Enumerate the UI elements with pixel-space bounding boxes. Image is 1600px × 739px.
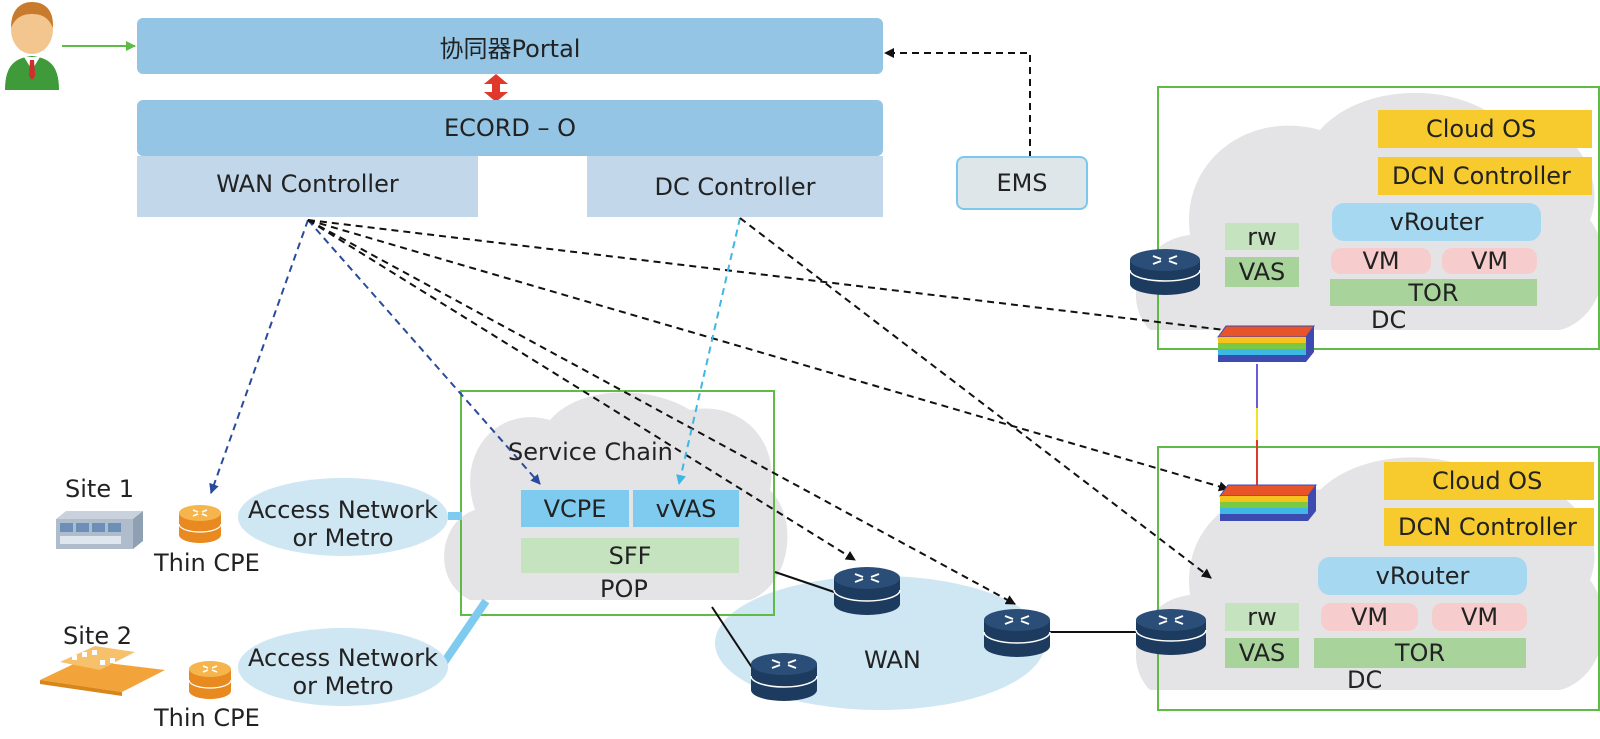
dc-bottom-vrouter-label: vRouter (1375, 562, 1470, 590)
site2-label: Site 2 (63, 622, 132, 650)
dc-to-vvas-dash (676, 217, 741, 485)
dc-bottom-cloud-os-label: Cloud OS (1432, 467, 1543, 495)
dc-top-vm-left: VM (1331, 247, 1431, 275)
pop-to-router3-link (711, 606, 756, 673)
ems-box: EMS (956, 156, 1088, 210)
access-network-2-line1: Access Network (248, 644, 438, 672)
thin-cpe-icon-1 (178, 505, 222, 543)
router-icon-wan-1 (833, 567, 901, 615)
site2-building-icon (40, 646, 165, 696)
dc-bottom-rw-label: rw (1247, 603, 1277, 631)
thin-cpe-icon-2 (188, 661, 232, 699)
dc-bottom-dcn-controller-label: DCN Controller (1398, 513, 1577, 541)
gateway-switch-top (1217, 325, 1315, 362)
dc-top-vm-left-label: VM (1362, 247, 1400, 275)
dc-bottom-label: DC (1347, 666, 1383, 694)
service-chain-label: Service Chain (508, 438, 673, 466)
portal-bar: 协同器Portal (137, 18, 883, 74)
dc-bottom-vas: VAS (1225, 638, 1299, 668)
dc-top-vm-right-label: VM (1470, 247, 1509, 275)
access2-to-pop-link (439, 598, 490, 667)
router-icon-dc-bottom (1135, 609, 1207, 655)
dc-bottom-rw: rw (1225, 603, 1299, 631)
dc-top-dcn-controller: DCN Controller (1378, 157, 1592, 195)
dc-bottom-vm-left: VM (1321, 603, 1418, 631)
access-network-2 (238, 628, 448, 706)
dc-bottom-cloud-os: Cloud OS (1384, 462, 1594, 500)
access-network-2-line2: or Metro (292, 672, 394, 700)
dc-controller-label: DC Controller (654, 172, 816, 201)
dc-top-cloud-os: Cloud OS (1378, 110, 1592, 148)
dc-top-vm-right: VM (1442, 247, 1537, 275)
dc-bottom-frame (1157, 446, 1600, 711)
pop-frame (460, 390, 775, 616)
vcpe-box: VCPE (521, 490, 629, 527)
access-network-1-line2: or Metro (292, 524, 394, 552)
vcpe-label: VCPE (543, 494, 607, 523)
dc-bottom-dcn-controller: DCN Controller (1384, 508, 1594, 546)
dc-bottom-tor-label: TOR (1394, 639, 1446, 667)
ems-label: EMS (996, 169, 1048, 197)
router-icon-wan-3 (750, 653, 818, 701)
site2-cpe-label: Thin CPE (154, 704, 260, 732)
wan-to-gw-top-dash (307, 219, 1259, 338)
ems-portal-dash (884, 48, 1031, 158)
sff-label: SFF (608, 541, 652, 570)
wan-controller-label: WAN Controller (216, 169, 399, 198)
pop-to-router1-link (774, 571, 841, 595)
access-network-1-text: Access Network or Metro (238, 496, 448, 552)
access-network-2-text: Access Network or Metro (238, 644, 448, 700)
access-network-1-line1: Access Network (248, 496, 438, 524)
dc-bottom-vm-right: VM (1432, 603, 1527, 631)
vvas-box: vVAS (633, 490, 739, 527)
dc-top-vrouter-label: vRouter (1389, 208, 1484, 236)
gateway-switch-bottom (1219, 484, 1317, 521)
wan-to-router2-dash (307, 219, 1016, 605)
dc-top-vas: VAS (1225, 257, 1299, 287)
pop-label: POP (600, 575, 648, 603)
dc-bottom-vm-right-label: VM (1460, 603, 1499, 631)
wan-label: WAN (864, 646, 921, 674)
ecord-label: ECORD – O (443, 114, 577, 142)
ecord-bar: ECORD – O (137, 100, 883, 156)
wan-controller-box: WAN Controller (137, 156, 478, 217)
vvas-label: vVAS (655, 494, 717, 523)
site1-label: Site 1 (65, 475, 134, 503)
sff-box: SFF (521, 538, 739, 573)
dc-top-vas-label: VAS (1238, 258, 1286, 286)
dc-top-label: DC (1371, 306, 1407, 334)
portal-ecord-double-arrow (484, 74, 508, 102)
access-network-1 (238, 478, 448, 556)
dc-top-tor-label: TOR (1408, 278, 1459, 307)
dc-to-bottom-dc-dash (739, 217, 1212, 579)
dc-top-frame (1157, 86, 1600, 350)
dc-bottom-vm-left-label: VM (1350, 603, 1389, 631)
dc-top-vrouter: vRouter (1332, 203, 1541, 241)
site1-cpe-label: Thin CPE (154, 549, 260, 577)
dc-top-dcn-controller-label: DCN Controller (1392, 162, 1571, 190)
dc-top-rw-label: rw (1247, 222, 1277, 251)
dc-top-tor: TOR (1330, 278, 1537, 307)
user-avatar-icon (5, 2, 59, 90)
wan-to-cpe1-dash (209, 219, 309, 494)
portal-label: 协同器Portal (439, 34, 581, 63)
wan-to-gw-bottom-dash (307, 219, 1229, 492)
site1-equipment-icon (56, 511, 143, 549)
wan-to-vcpe-dash (307, 219, 541, 485)
dc-bottom-vas-label: VAS (1238, 639, 1286, 667)
dc-top-cloud-os-label: Cloud OS (1426, 115, 1537, 143)
router-icon-dc-top (1129, 249, 1201, 295)
dc-top-rw: rw (1225, 222, 1299, 251)
router-icon-wan-2 (983, 609, 1051, 657)
dc-bottom-tor: TOR (1314, 638, 1526, 668)
dc-bottom-vrouter: vRouter (1318, 557, 1527, 595)
dc-controller-box: DC Controller (587, 156, 883, 217)
